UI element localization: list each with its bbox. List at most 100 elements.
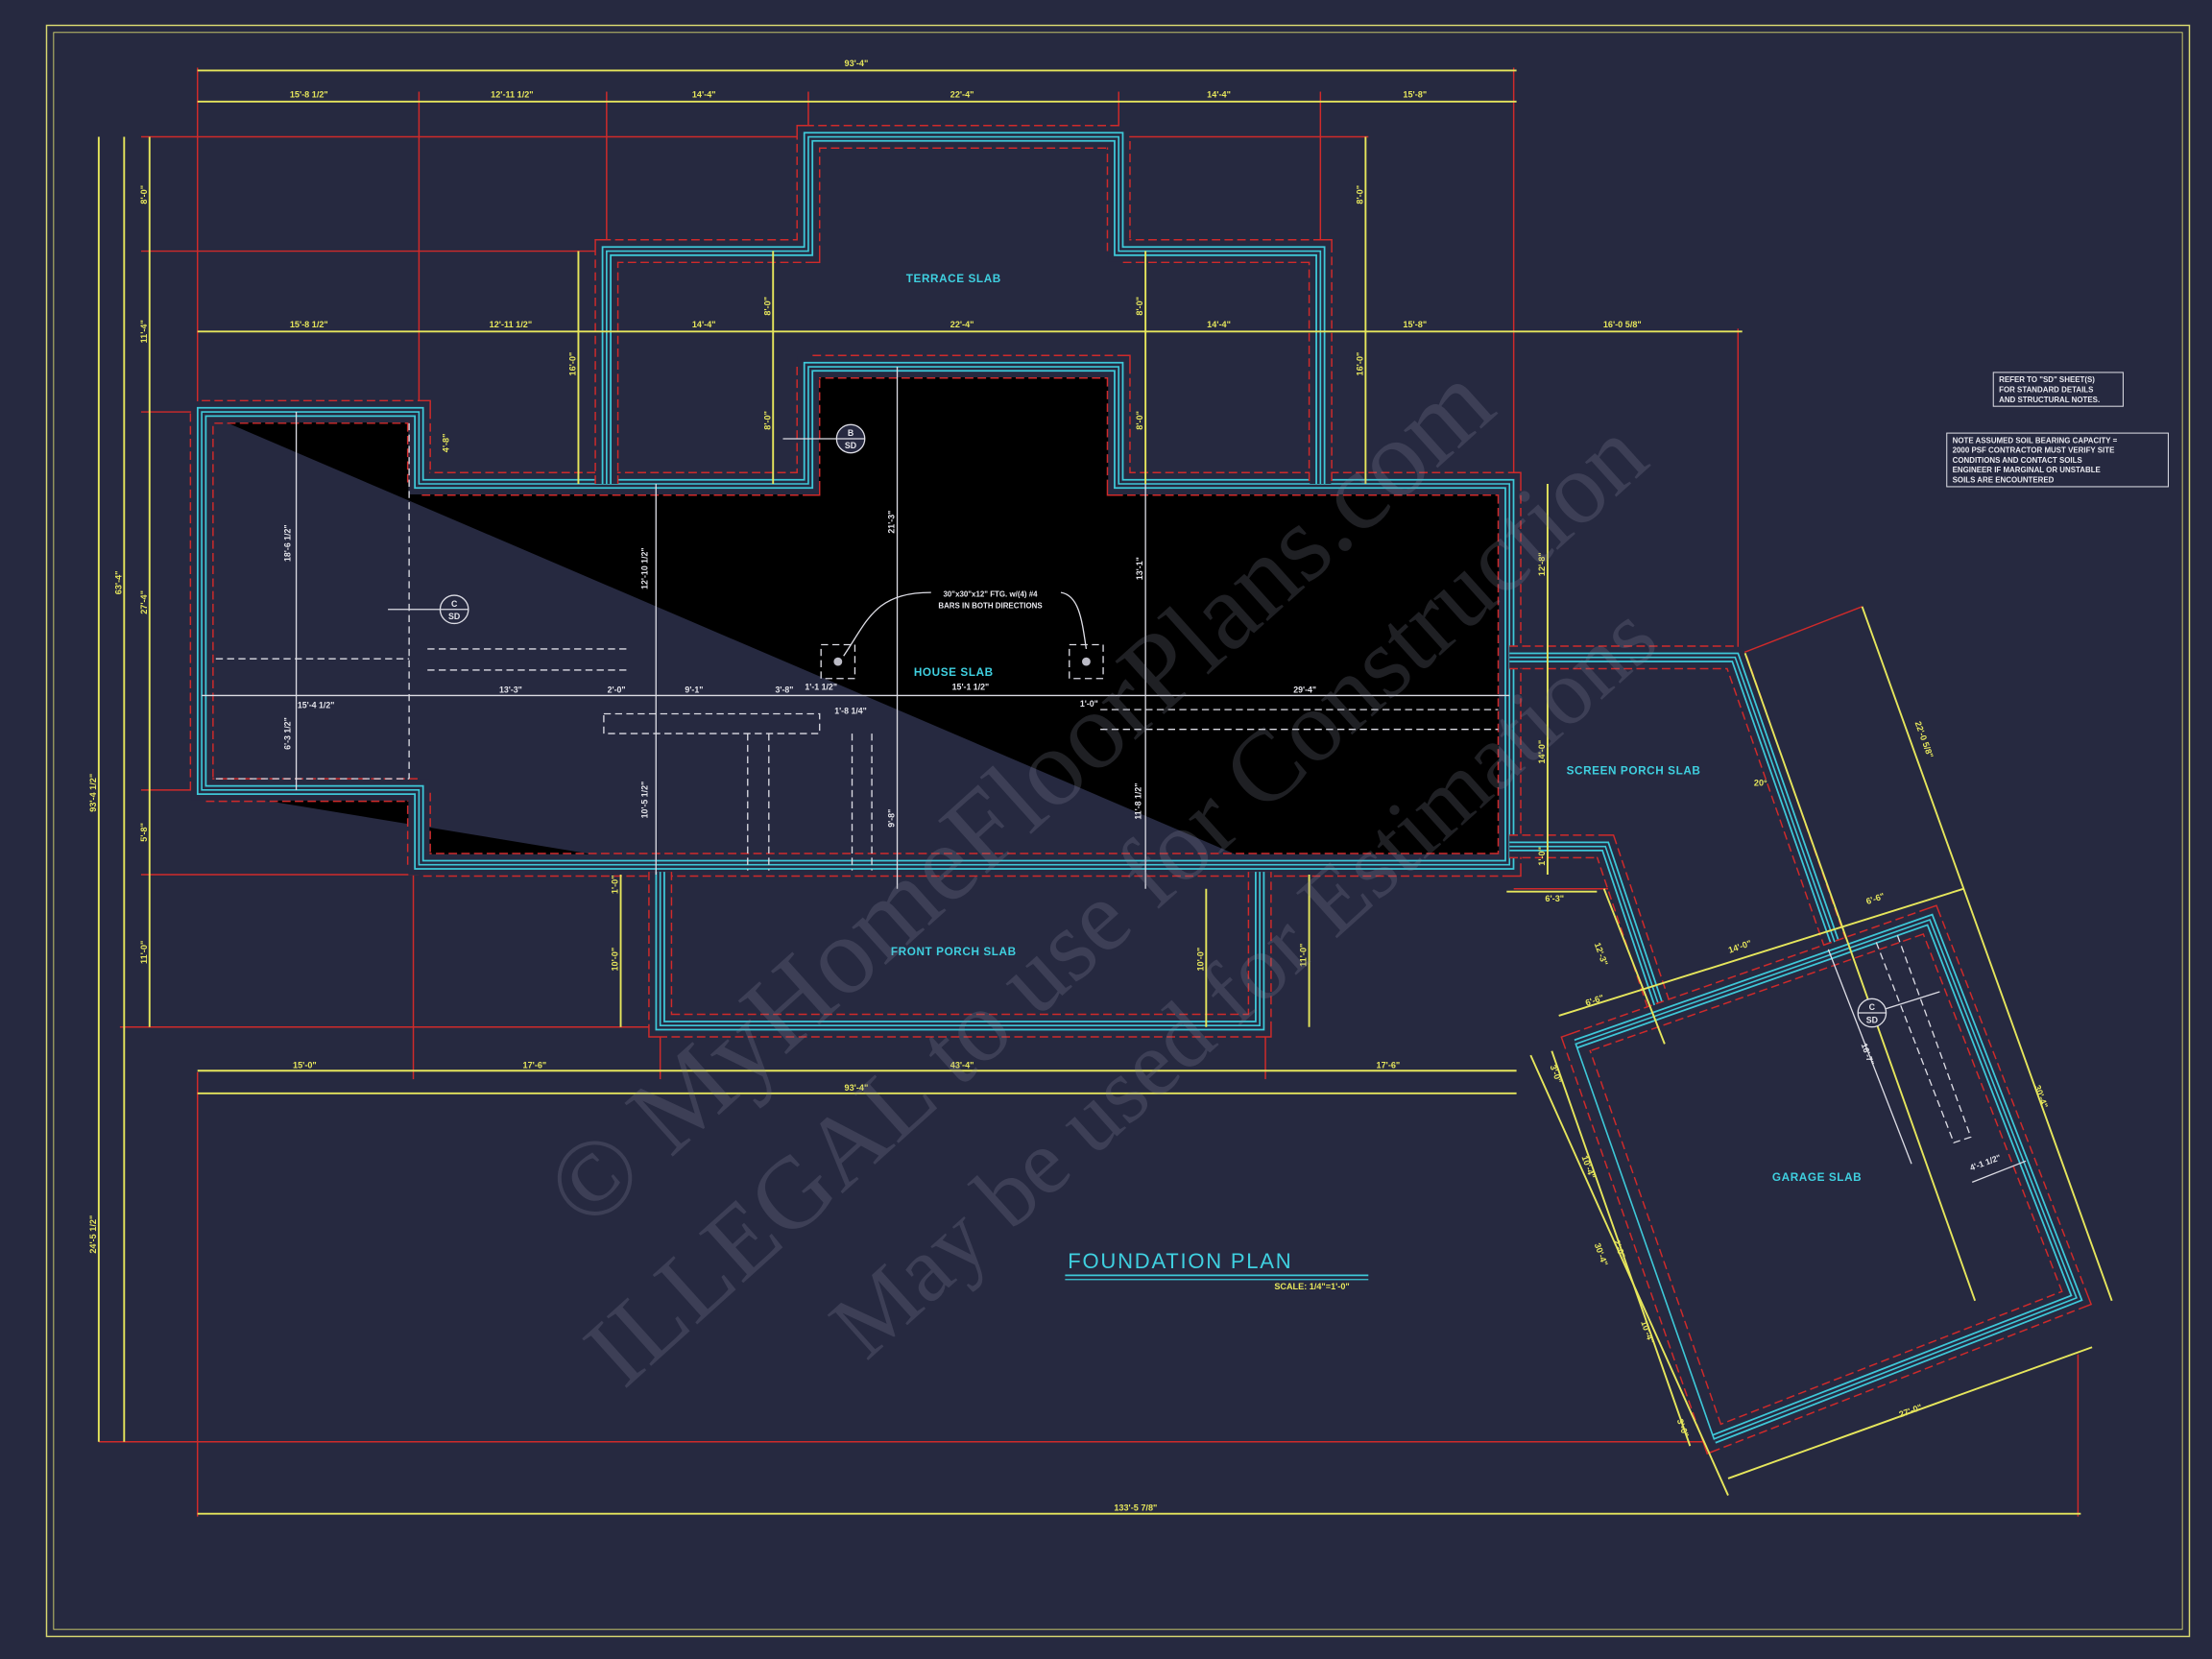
dim-label: 16'-0" [568, 352, 578, 376]
dim-bottom-overall: 93'-4" [845, 1083, 869, 1093]
dim-label: 17'-6" [523, 1060, 547, 1070]
dim-label: 8'-0" [1135, 411, 1144, 430]
dim-label: 16'-0" [1355, 352, 1364, 376]
dim-label: 4'-8" [441, 434, 450, 453]
dim-label: 15'-8 1/2" [290, 320, 328, 329]
footing-note-line2: BARS IN BOTH DIRECTIONS [938, 601, 1042, 610]
dim-label: 22'-4" [950, 89, 974, 99]
dim-label: 8'-0" [762, 411, 772, 430]
dim-label: 3'-0" [1675, 1418, 1691, 1439]
dim-label: 6'-6" [1864, 891, 1886, 906]
dim-label: 14'-0" [1727, 938, 1753, 955]
dim-label: 6'-6" [1584, 993, 1605, 1008]
pier-icon [833, 657, 843, 666]
dim-label: 63'-4" [113, 570, 123, 594]
note-line: SOILS ARE ENCOUNTERED [1953, 476, 2055, 485]
dim-label: 21'-3" [887, 511, 897, 534]
terrace-slab-label: TERRACE SLAB [906, 273, 1001, 285]
dim-label: 9'-8" [887, 809, 897, 828]
dim-label: 18'-6 1/2" [283, 524, 293, 562]
dim-label: 15'-1 1/2" [952, 683, 990, 692]
section-marker[interactable]: C SD [388, 594, 469, 625]
footing-note-line1: 30"x30"x12" FTG. w/(4) #4 [944, 590, 1039, 599]
section-marker[interactable]: C SD [1857, 991, 1940, 1028]
section-letter: C [1869, 1002, 1876, 1012]
note-line: NOTE ASSUMED SOIL BEARING CAPACITY = [1953, 436, 2118, 445]
dim-label: 10'-0" [1195, 948, 1205, 972]
plan-scale: SCALE: 1/4"=1'-0" [1274, 1282, 1349, 1291]
dimension-lines [97, 69, 2113, 1515]
dim-label: 29'-4" [1293, 685, 1316, 694]
dim-label: 9'-1" [685, 685, 703, 694]
dim-label: 15'-4 1/2" [298, 701, 335, 710]
dim-label: 12'-10 1/2" [639, 547, 649, 589]
screen-porch-slab-label: SCREEN PORCH SLAB [1567, 765, 1701, 778]
dim-label: 11'-0" [1299, 944, 1309, 967]
section-sheet: SD [448, 612, 460, 621]
slab-labels: TERRACE SLAB HOUSE SLAB FRONT PORCH SLAB… [891, 273, 1862, 1184]
dim-label: 12'-11 1/2" [491, 89, 533, 99]
dim-label: 11'-8 1/2" [1134, 783, 1143, 820]
dim-label: 15'-0" [293, 1060, 317, 1070]
garage-slab-wall [1560, 904, 2093, 1455]
dim-label: 27'-4" [139, 590, 149, 614]
dim-label: 3'-8" [775, 685, 793, 694]
section-letter: C [451, 599, 458, 609]
dim-label: 8'-0" [1135, 297, 1144, 316]
dim-label: 24'-5 1/2" [88, 1215, 98, 1254]
dim-top-overall: 93'-4" [845, 59, 869, 68]
dim-label: 22'-4" [950, 320, 974, 329]
dim-label: 13'-1" [1135, 557, 1144, 580]
dim-label: 3'-0" [1549, 1064, 1564, 1085]
dim-label: 30'-4" [2032, 1084, 2050, 1110]
dim-label: 14'-4" [1207, 320, 1231, 329]
dim-label: 12'-3" [1593, 941, 1610, 967]
dim-label: 1'-8 1/4" [834, 707, 867, 716]
section-sheet: SD [845, 441, 856, 450]
dim-label: 17'-6" [1377, 1060, 1401, 1070]
dim-label: 15'-8" [1403, 89, 1427, 99]
sheet-border-outer [45, 24, 2191, 1638]
screen-porch-wall [1509, 645, 1848, 1015]
dim-label: 13'-3" [499, 685, 522, 694]
note-line: REFER TO "SD" SHEET(S) [1999, 375, 2095, 384]
dim-label: 27'-0" [1898, 1403, 1924, 1420]
front-porch-slab-label: FRONT PORCH SLAB [891, 946, 1017, 958]
dim-label: 4'-1 1/2" [1968, 1152, 2002, 1172]
dim-label: 10'-5 1/2" [639, 781, 649, 819]
note-line: ENGINEER IF MARGINAL OR UNSTABLE [1953, 466, 2101, 474]
dim-label: 2'-0" [1612, 1238, 1627, 1260]
dim-label: 2'-0" [608, 685, 626, 694]
note-line: FOR STANDARD DETAILS [1999, 385, 2093, 394]
dim-label: 6'-3" [1545, 894, 1564, 903]
refer-note-box: REFER TO "SD" SHEET(S) FOR STANDARD DETA… [1992, 372, 2124, 407]
dim-label: 1'-1 1/2" [805, 683, 837, 692]
dim-label: 11'-4" [139, 320, 149, 343]
soil-note-box: NOTE ASSUMED SOIL BEARING CAPACITY = 200… [1946, 432, 2169, 488]
plan-title: FOUNDATION PLAN SCALE: 1/4"=1'-0" [1065, 1249, 1369, 1291]
dim-label: 30'-4" [1593, 1241, 1610, 1267]
dim-label: 15'-8" [1403, 320, 1427, 329]
dim-label: 10'-0" [611, 948, 620, 972]
dim-label: 43'-4" [950, 1060, 974, 1070]
dim-label: 20° [1754, 778, 1767, 787]
sheet-border-inner [53, 32, 2183, 1630]
front-porch-slab-wall [648, 872, 1272, 1038]
dim-label: 11'-0" [139, 941, 149, 964]
dim-label: 15'-8 1/2" [290, 89, 328, 99]
section-marker[interactable]: B SD [782, 423, 866, 454]
dim-label: 1'-0" [1080, 699, 1098, 709]
interior-footings [202, 367, 2027, 1183]
dim-label: 1'-0" [611, 875, 620, 894]
dim-label: 22'-0 5/8" [1913, 720, 1936, 759]
dim-label: 14'-4" [1207, 89, 1231, 99]
garage-slab-label: GARAGE SLAB [1772, 1171, 1862, 1184]
terrace-slab-wall [594, 125, 1333, 484]
dim-label: 16'-0 5/8" [1603, 320, 1642, 329]
dim-label: 10'-4" [1579, 1154, 1597, 1180]
house-slab-label: HOUSE SLAB [914, 666, 994, 679]
note-line: AND STRUCTURAL NOTES. [1999, 396, 2100, 404]
dim-label: 12'-8" [1537, 552, 1547, 576]
note-line: CONDITIONS AND CONTACT SOILS [1953, 456, 2082, 465]
